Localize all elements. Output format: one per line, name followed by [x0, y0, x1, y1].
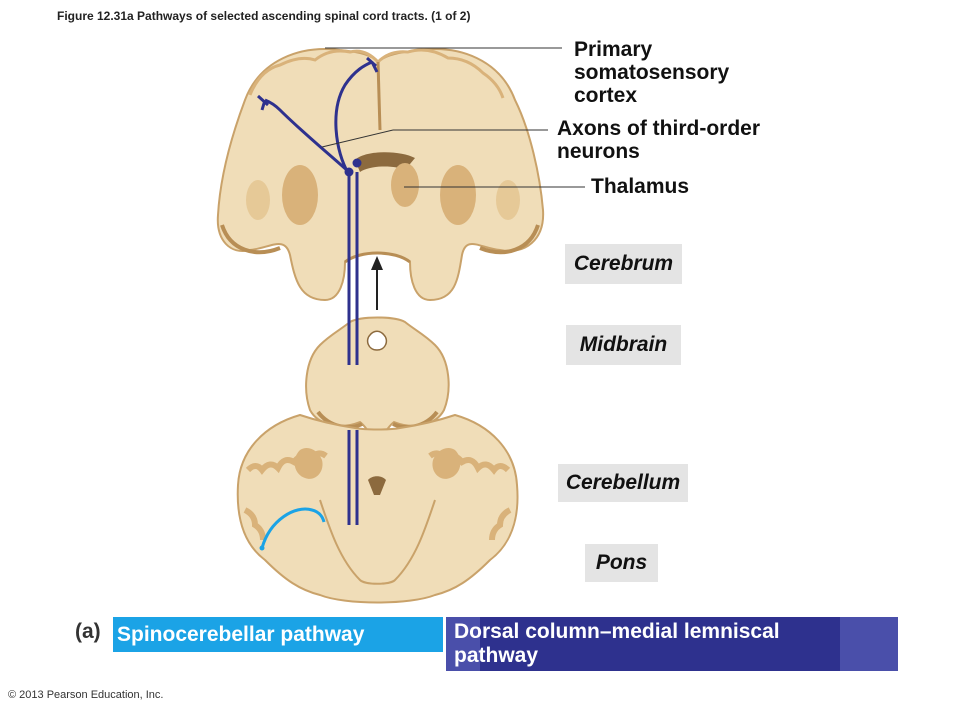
axons-line1: Axons of third-order: [557, 117, 760, 140]
region-midbrain: Midbrain: [566, 325, 681, 365]
region-pons: Pons: [585, 544, 658, 582]
region-cerebellum: Cerebellum: [558, 464, 688, 502]
legend-dorsal-inner: [480, 617, 840, 671]
thalamus-label: Thalamus: [591, 175, 690, 198]
primary-cortex-line3: cortex: [574, 84, 638, 107]
legend-spinocerebellar: Spinocerebellar pathway: [113, 617, 443, 652]
primary-cortex-label: Primary somatosensory cortex: [574, 38, 729, 107]
legend-dorsal-line1: Dorsal column–medial lemniscal: [454, 620, 780, 643]
legend-dorsal-line2: pathway: [454, 644, 539, 667]
panel-letter: (a): [75, 620, 101, 643]
upward-arrow: [371, 256, 383, 310]
region-cerebrum: Cerebrum: [565, 244, 682, 284]
legend-dorsal-column: Dorsal column–medial lemniscal pathway: [454, 620, 894, 668]
axons-line2: neurons: [557, 140, 640, 163]
axons-label: Axons of third-order neurons: [557, 117, 760, 163]
spinocerebellar-pathway: [259, 507, 326, 551]
midbrain-section: [305, 316, 450, 447]
figure-title: Figure 12.31a Pathways of selected ascen…: [57, 9, 471, 23]
copyright-notice: © 2013 Pearson Education, Inc.: [8, 689, 164, 701]
primary-cortex-line1: Primary: [574, 38, 653, 61]
primary-cortex-line2: somatosensory: [574, 61, 730, 84]
dorsal-column-pathway: [256, 56, 379, 525]
cerebellum-pons-section: [236, 413, 519, 604]
leader-lines: [321, 47, 585, 188]
cerebrum-section: [216, 48, 545, 302]
